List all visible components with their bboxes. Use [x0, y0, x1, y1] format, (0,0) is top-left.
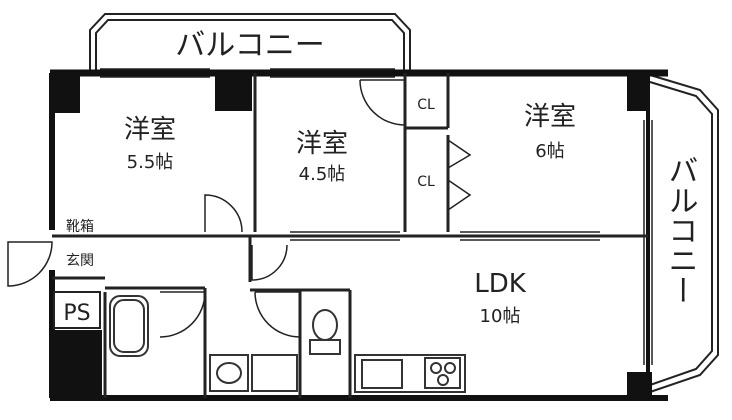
door-swings [7, 79, 406, 338]
bathtub [109, 295, 149, 357]
ldk-name: LDK [474, 269, 527, 299]
closet-1-label: CL [417, 97, 435, 113]
closet-doors [447, 139, 472, 211]
western-room-b-name: 洋室 [296, 129, 348, 159]
washing-machine-space [251, 354, 298, 392]
entrance-label: 玄関 [66, 252, 94, 269]
top-balcony [89, 13, 411, 72]
western-room-c-name: 洋室 [524, 102, 576, 132]
toilet [309, 309, 341, 355]
washbasin [209, 354, 249, 392]
western-room-a-name: 洋室 [124, 115, 176, 145]
pipe-space-label: PS [63, 301, 90, 326]
pipe-space-box [53, 291, 101, 329]
western-room-b-size: 4.5帖 [299, 164, 346, 185]
western-room-c-size: 6帖 [535, 141, 564, 162]
shoe-box-label: 靴箱 [66, 219, 94, 235]
top-balcony-label: バルコニー [175, 28, 324, 63]
columns [50, 73, 652, 400]
interior-walls [52, 73, 648, 398]
ldk-size: 10帖 [480, 306, 521, 327]
windows [100, 68, 653, 365]
kitchen-counter [354, 354, 466, 393]
right-balcony [649, 74, 719, 393]
closet-2-label: CL [417, 174, 435, 190]
western-room-a-size: 5.5帖 [127, 152, 174, 173]
right-balcony-label: バルコニー [663, 155, 698, 305]
